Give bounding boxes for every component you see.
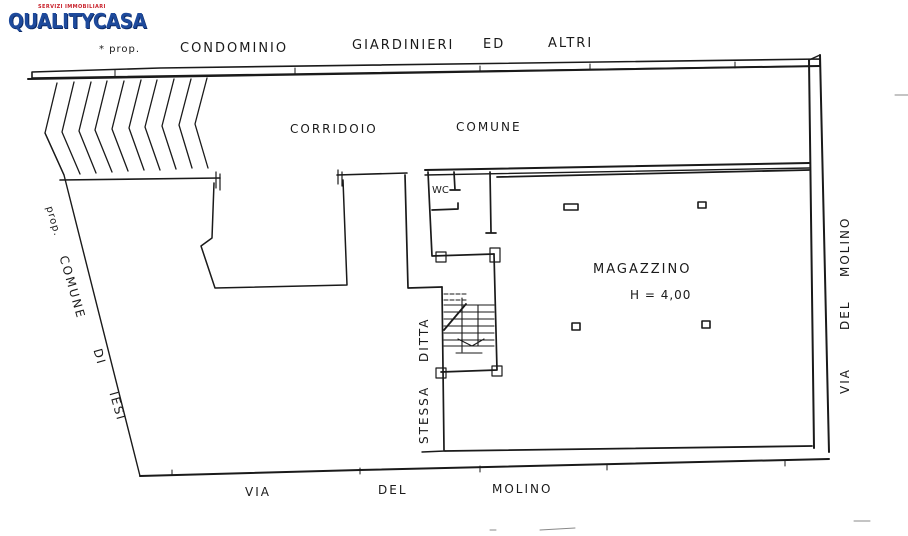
label-bottom-del: DEL [378, 483, 408, 497]
right-boundary-wall [808, 54, 830, 453]
label-right-molino: MOLINO [838, 216, 852, 277]
label-top-prop: * prop. [99, 44, 141, 55]
label-top-condominio: CONDOMINIO [180, 41, 289, 56]
label-wc: WC [432, 185, 449, 196]
scan-marks [489, 94, 908, 531]
staircase [443, 293, 495, 354]
logo-tagline: SERVIZI IMMOBILIARI [38, 4, 106, 10]
label-stessa: STESSA [417, 385, 431, 444]
label-top-altri: ALTRI [548, 36, 594, 51]
label-comune: COMUNE [456, 120, 522, 134]
label-bottom-molino: MOLINO [492, 482, 553, 496]
left-boundary-wall [44, 132, 830, 477]
warehouse-walls [421, 169, 813, 453]
corridor-bottom-wall [59, 162, 810, 191]
label-top-giardinieri: GIARDINIERI [352, 38, 455, 53]
label-room-height: H = 4,00 [630, 288, 692, 302]
label-magazzino: MAGAZZINO [593, 262, 692, 277]
internal-room-outline [200, 179, 348, 289]
label-top-ed: ED [483, 37, 506, 52]
label-right-del: DEL [838, 300, 852, 330]
logo-brand: QUALITYCASA [8, 9, 147, 33]
qualitycasa-logo: SERVIZI IMMOBILIARI QUALITYCASA [8, 4, 160, 34]
label-corridoio: CORRIDOIO [290, 122, 378, 136]
ramp-hatching [44, 77, 209, 176]
service-core-walls [404, 171, 503, 451]
label-bottom-via: VIA [245, 485, 271, 499]
pillars [563, 201, 711, 331]
label-ditta: DITTA [417, 317, 431, 362]
top-boundary-wall [27, 58, 821, 80]
label-right-via: VIA [838, 368, 852, 394]
